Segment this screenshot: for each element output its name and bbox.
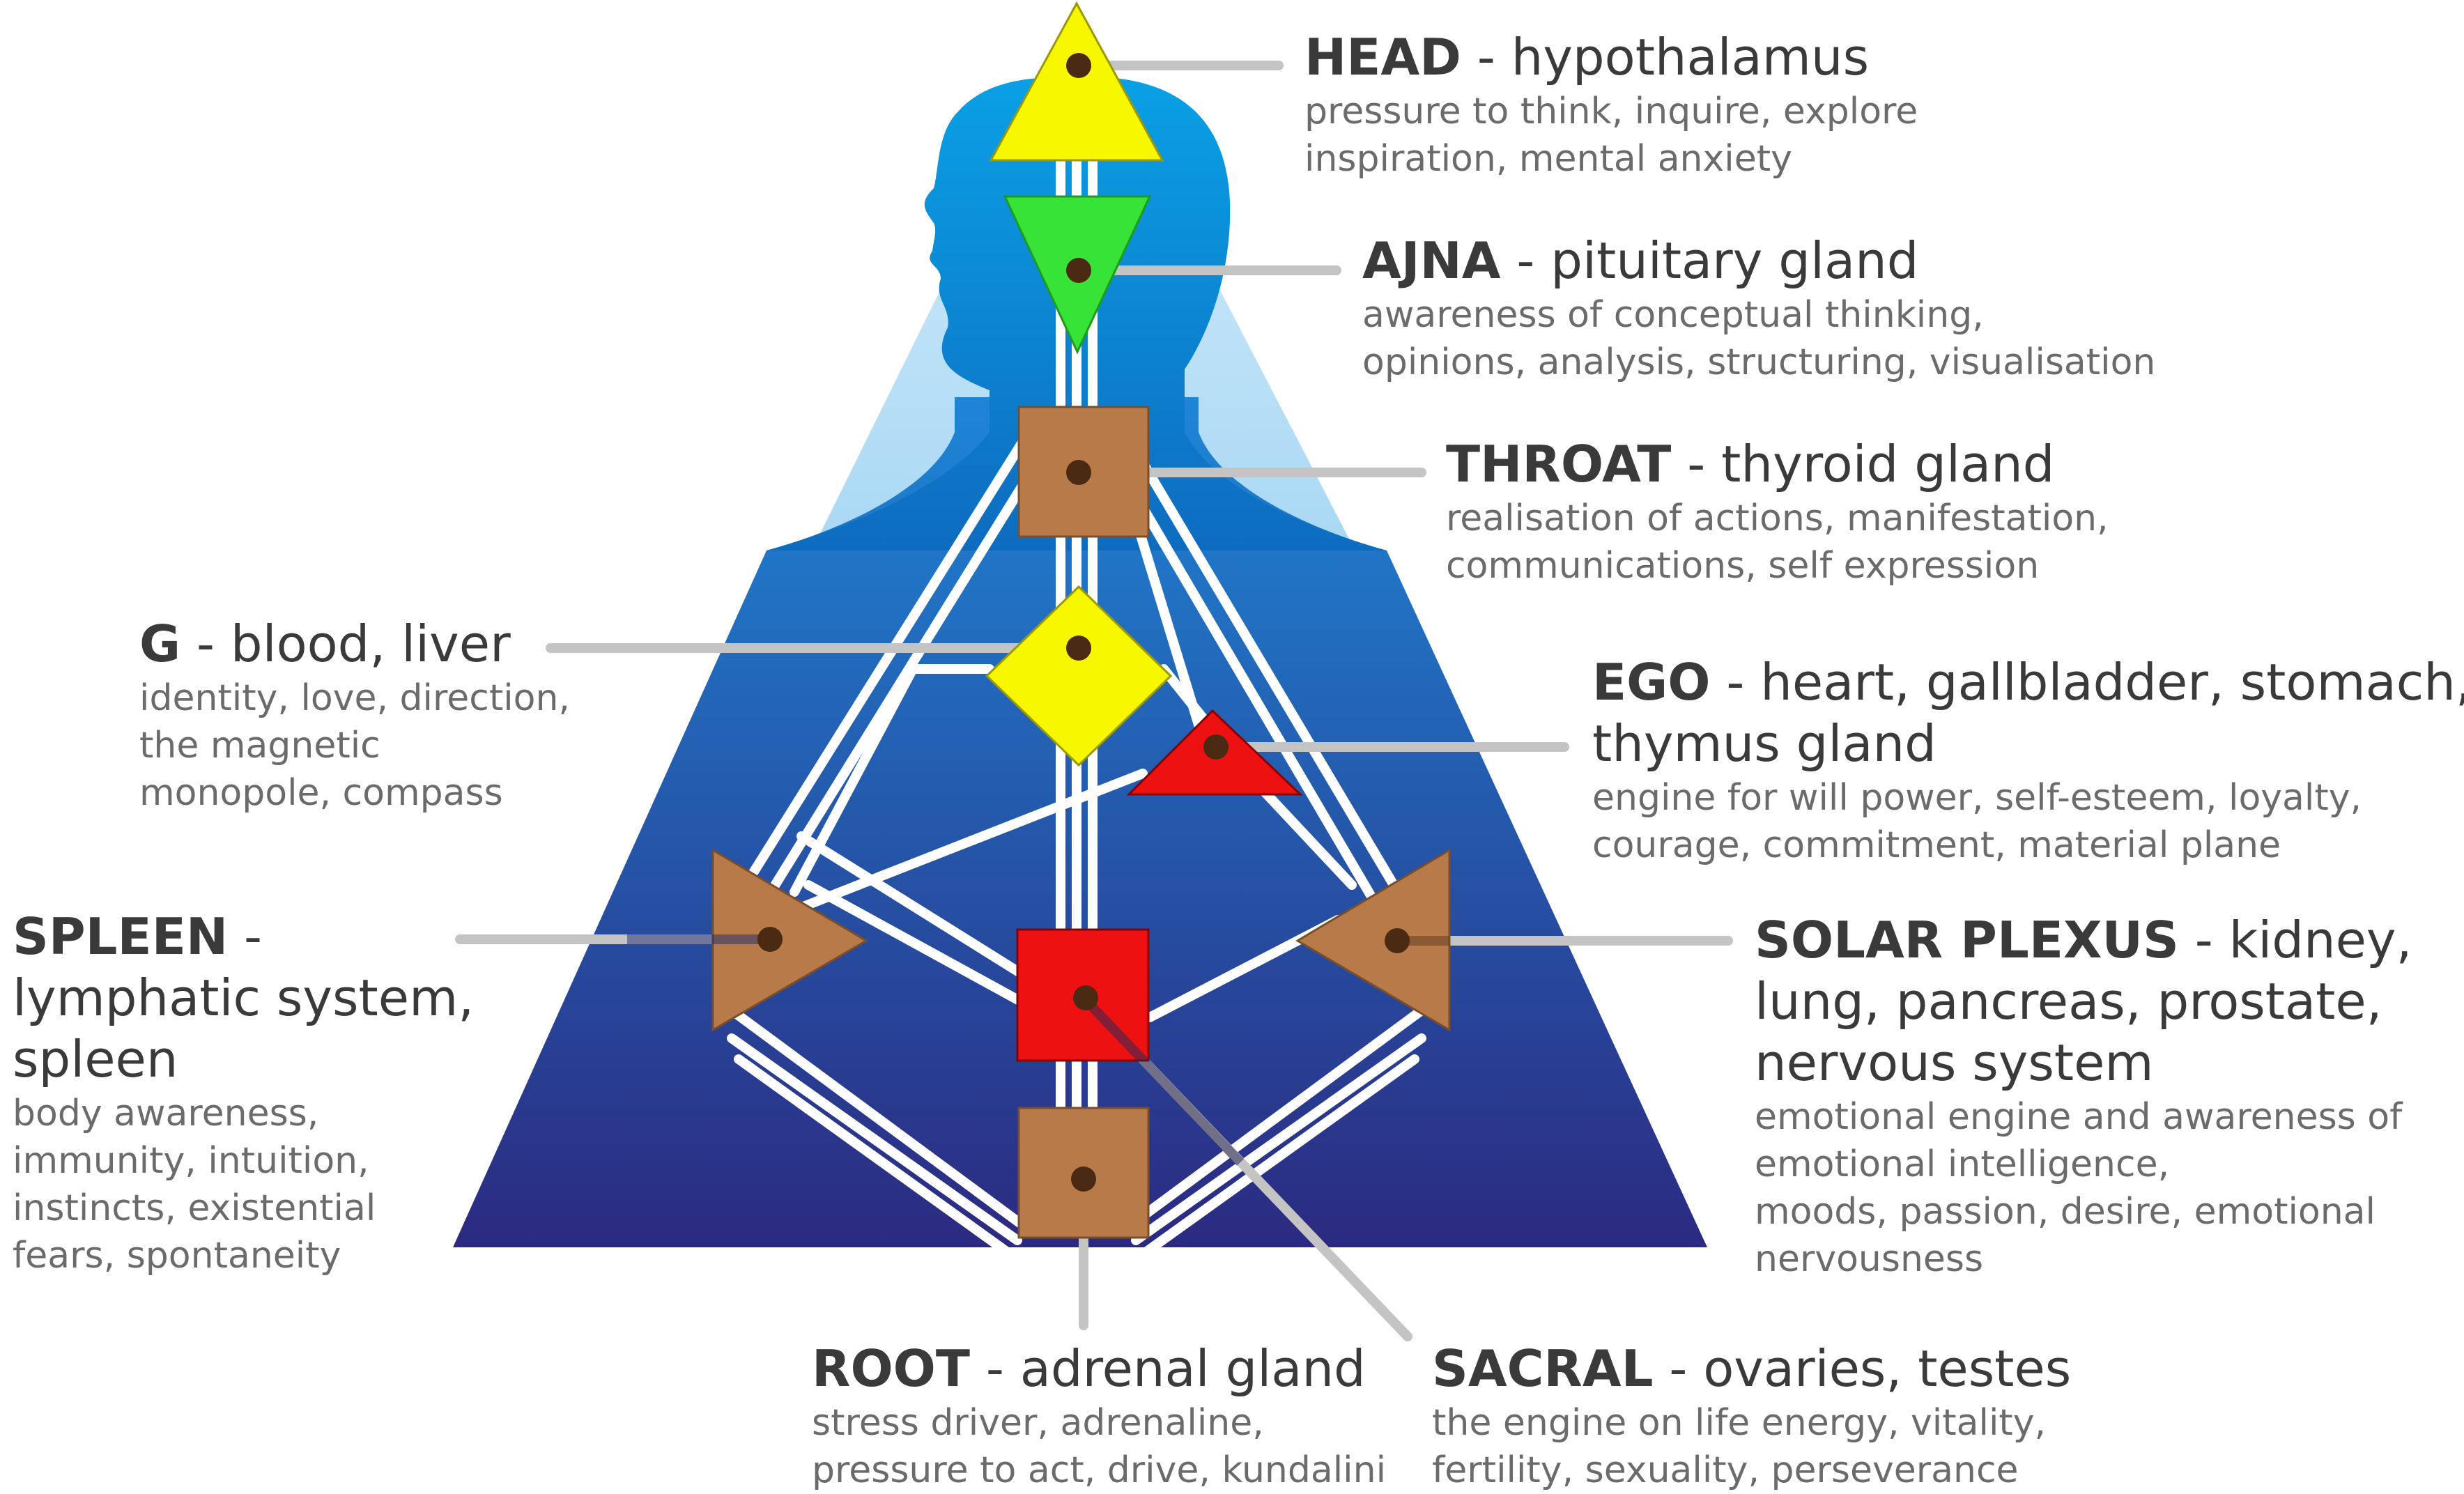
spleen-label: SPLEEN - lymphatic system, spleen body a… bbox=[13, 906, 474, 1279]
ajna-desc-1: awareness of conceptual thinking, bbox=[1362, 291, 2155, 339]
spleen-organ-line-2: lymphatic system, bbox=[13, 967, 474, 1029]
solar-plexus-organ: - kidney, bbox=[2179, 911, 2412, 969]
ego-organ-line-2: thymus gland bbox=[1592, 713, 2464, 774]
head-organ: - hypothalamus bbox=[1461, 28, 1869, 86]
solar-plexus-label: SOLAR PLEXUS - kidney, lung, pancreas, p… bbox=[1755, 909, 2412, 1283]
ajna-organ: - pituitary gland bbox=[1501, 231, 1919, 290]
sacral-label: SACRAL - ovaries, testes the engine on l… bbox=[1432, 1338, 2071, 1494]
ego-desc-2: courage, commitment, material plane bbox=[1592, 822, 2464, 869]
head-desc-2: inspiration, mental anxiety bbox=[1304, 135, 1918, 183]
solar-plexus-organ-line-3: nervous system bbox=[1755, 1032, 2412, 1093]
sacral-desc-1: the engine on life energy, vitality, bbox=[1432, 1399, 2071, 1447]
g-label: G - blood, liver identity, love, directi… bbox=[139, 613, 570, 817]
ego-organ: - heart, gallbladder, stomach, bbox=[1711, 653, 2464, 711]
spleen-desc-1: body awareness, bbox=[13, 1090, 474, 1137]
spleen-organ-line-3: spleen bbox=[13, 1029, 474, 1090]
spleen-desc-3: instincts, existential bbox=[13, 1185, 474, 1232]
root-desc-2: pressure to act, drive, kundalini bbox=[812, 1447, 1386, 1494]
solar-plexus-desc-1: emotional engine and awareness of bbox=[1755, 1093, 2412, 1141]
g-desc-2: the magnetic bbox=[139, 722, 570, 769]
head-name: HEAD bbox=[1304, 28, 1461, 86]
throat-organ: - thyroid gland bbox=[1671, 435, 2054, 493]
throat-desc-1: realisation of actions, manifestation, bbox=[1446, 495, 2109, 542]
spleen-name: SPLEEN bbox=[13, 907, 228, 966]
g-desc-3: monopole, compass bbox=[139, 769, 570, 817]
throat-label: THROAT - thyroid gland realisation of ac… bbox=[1446, 433, 2109, 590]
root-label: ROOT - adrenal gland stress driver, adre… bbox=[812, 1338, 1386, 1494]
throat-name: THROAT bbox=[1446, 435, 1671, 493]
g-organ: - blood, liver bbox=[180, 615, 511, 673]
root-name: ROOT bbox=[812, 1339, 970, 1398]
sacral-name: SACRAL bbox=[1432, 1339, 1653, 1398]
spleen-desc-2: immunity, intuition, bbox=[13, 1137, 474, 1185]
spleen-organ: - bbox=[228, 907, 262, 966]
ego-desc-1: engine for will power, self-esteem, loya… bbox=[1592, 774, 2464, 822]
sacral-organ: - ovaries, testes bbox=[1653, 1339, 2071, 1398]
ajna-name: AJNA bbox=[1362, 231, 1501, 290]
root-desc-1: stress driver, adrenaline, bbox=[812, 1399, 1386, 1447]
spleen-desc-4: fears, spontaneity bbox=[13, 1232, 474, 1279]
sacral-desc-2: fertility, sexuality, perseverance bbox=[1432, 1447, 2071, 1494]
root-organ: - adrenal gland bbox=[970, 1339, 1366, 1398]
ego-label: EGO - heart, gallbladder, stomach, thymu… bbox=[1592, 652, 2464, 869]
ego-name: EGO bbox=[1592, 653, 1711, 711]
throat-desc-2: communications, self expression bbox=[1446, 542, 2109, 590]
head-desc-1: pressure to think, inquire, explore bbox=[1304, 88, 1918, 135]
g-name: G bbox=[139, 615, 180, 673]
solar-plexus-organ-line-2: lung, pancreas, prostate, bbox=[1755, 971, 2412, 1032]
solar-plexus-desc-2: emotional intelligence, bbox=[1755, 1141, 2412, 1188]
head-label: HEAD - hypothalamus pressure to think, i… bbox=[1304, 26, 1918, 183]
ajna-label: AJNA - pituitary gland awareness of conc… bbox=[1362, 230, 2155, 386]
solar-plexus-name: SOLAR PLEXUS bbox=[1755, 911, 2179, 969]
ajna-desc-2: opinions, analysis, structuring, visuali… bbox=[1362, 339, 2155, 386]
g-desc-1: identity, love, direction, bbox=[139, 675, 570, 722]
solar-plexus-desc-4: nervousness bbox=[1755, 1235, 2412, 1283]
solar-plexus-desc-3: moods, passion, desire, emotional bbox=[1755, 1188, 2412, 1235]
